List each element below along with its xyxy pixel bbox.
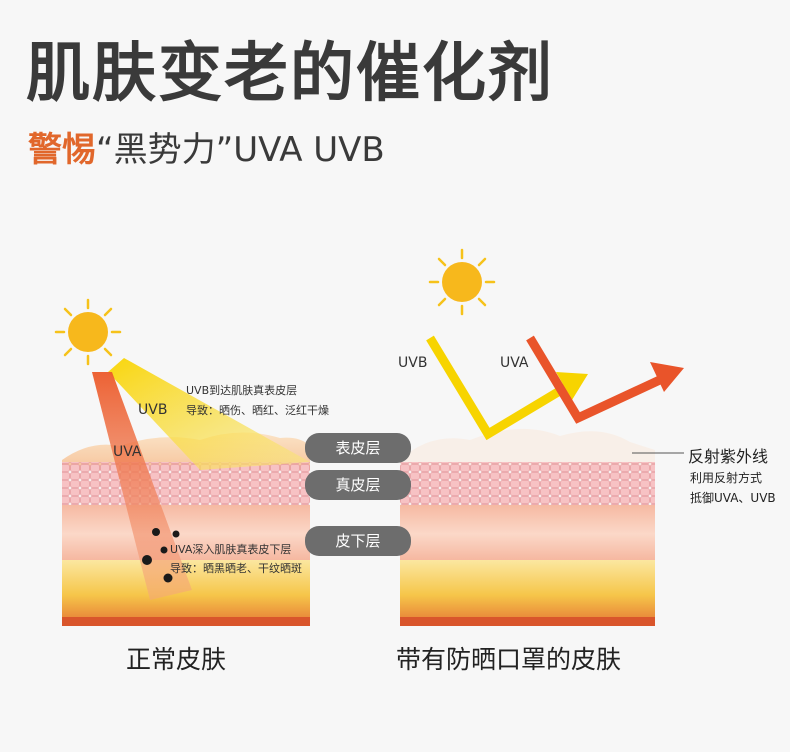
sun-icon-right: [428, 248, 496, 316]
left-uvb-note-2: 导致：晒伤、晒红、泛红干燥: [186, 404, 329, 417]
right-uvb-label: UVB: [398, 355, 428, 371]
uvb-beam-left: [108, 358, 310, 470]
left-uva-note-2: 导致：晒黑晒老、干纹晒斑: [170, 562, 302, 575]
subtitle-accent: 警惕: [28, 130, 96, 170]
page-title: 肌肤变老的催化剂: [26, 37, 554, 111]
sun-icon-left: [54, 298, 122, 366]
reflect-uv-title: 反射紫外线: [688, 447, 769, 466]
uvb-reflect-arrow: [426, 335, 588, 441]
pigment-spots: [142, 528, 180, 583]
protected-skin-block: [400, 428, 655, 626]
dermis-label: 真皮层: [305, 470, 411, 500]
left-uvb-label: UVB: [138, 402, 168, 418]
epidermis-label: 表皮层: [305, 433, 411, 463]
reflect-note-1: 利用反射方式: [690, 471, 763, 485]
uva-beam-left: [92, 372, 192, 600]
left-uva-label: UVA: [113, 444, 142, 460]
page-subtitle: 警惕“黑势力”UVA UVB: [28, 122, 385, 171]
left-uva-note-1: UVA深入肌肤真表皮下层: [170, 543, 292, 556]
reflect-note-2: 抵御UVA、UVB: [690, 491, 776, 505]
uva-reflect-arrow: [526, 335, 684, 424]
left-uvb-note-1: UVB到达肌肤真表皮层: [186, 384, 298, 397]
protected-skin-caption: 带有防晒口罩的皮肤: [396, 645, 622, 674]
subcutis-label: 皮下层: [305, 526, 411, 556]
normal-skin-caption: 正常皮肤: [126, 645, 227, 674]
right-uva-label: UVA: [500, 355, 529, 371]
subtitle-text: “黑势力”UVA UVB: [96, 130, 385, 170]
